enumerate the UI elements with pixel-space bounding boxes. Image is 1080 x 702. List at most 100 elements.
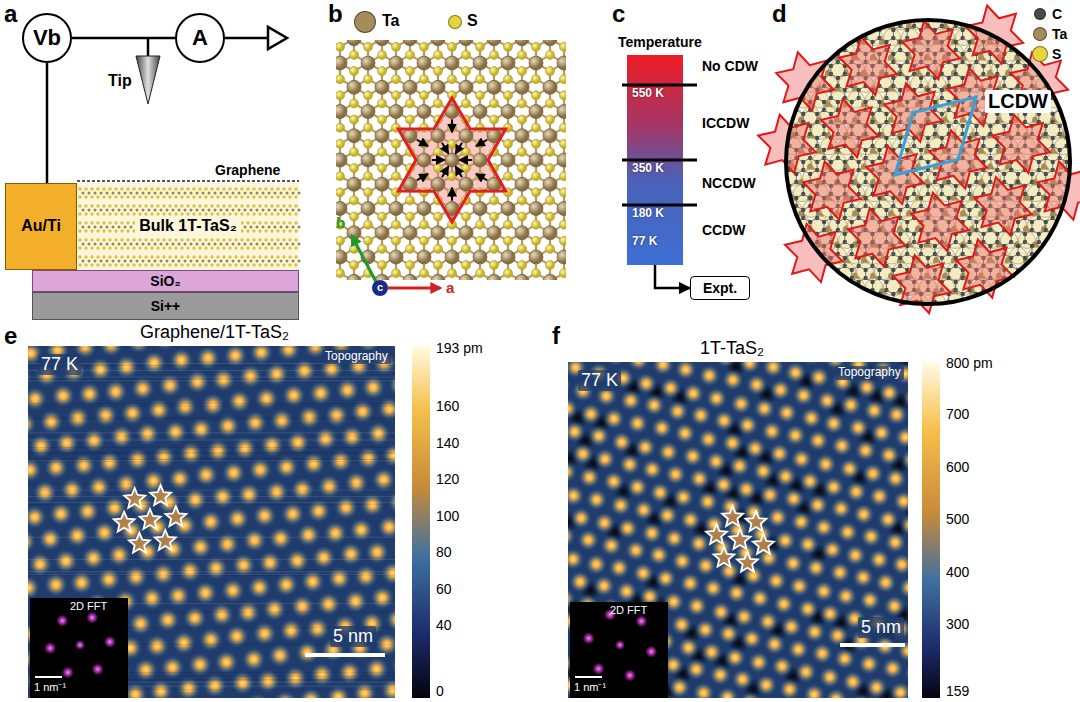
- sulfur-atom: [518, 99, 527, 108]
- sulfur-dot: [126, 229, 129, 232]
- tantalum-dot: [160, 260, 163, 263]
- sulfur-dot: [126, 204, 129, 207]
- sulfur-atom: [560, 188, 567, 197]
- sulfur-dot: [294, 238, 297, 241]
- sulfur-dot: [162, 187, 165, 190]
- sulfur-dot: [282, 187, 285, 190]
- tantalum-dot: [208, 192, 211, 195]
- tantalum-dot: [154, 243, 157, 246]
- sulfur-dot: [114, 238, 117, 241]
- tantalum-dot: [142, 192, 145, 195]
- sulfur-dot: [192, 246, 195, 249]
- sulfur-dot: [276, 187, 279, 190]
- graphene-sheet: [77, 180, 299, 182]
- sulfur-dot: [240, 246, 243, 249]
- sulfur-dot: [150, 246, 153, 249]
- sulfur-atom: [336, 269, 345, 278]
- sulfur-atom: [378, 261, 387, 270]
- sulfur-dot: [270, 263, 273, 266]
- tantalum-dot: [130, 260, 133, 263]
- sulfur-dot: [222, 255, 225, 258]
- tantalum-atom: [361, 202, 375, 216]
- tantalum-dot: [88, 243, 91, 246]
- sulfur-dot: [168, 246, 171, 249]
- tantalum-atom: [807, 38, 815, 46]
- sulfur-atom: [546, 244, 555, 253]
- tantalum-atom: [1077, 288, 1080, 296]
- sulfur-dot: [186, 204, 189, 207]
- tantalum-atom: [347, 274, 361, 280]
- tantalum-dot: [124, 260, 127, 263]
- sulfur-dot: [276, 246, 279, 249]
- tantalum-dot: [292, 260, 295, 263]
- sulfur-dot: [114, 255, 117, 258]
- tantalum-atom: [807, 288, 815, 296]
- tantalum-dot: [190, 209, 193, 212]
- sulfur-dot: [222, 212, 225, 215]
- sulfur-dot: [156, 255, 159, 258]
- sulfur-dot: [114, 263, 117, 266]
- sulfur-atom: [1064, 91, 1080, 108]
- sulfur-dot: [132, 195, 135, 198]
- sulfur-dot: [90, 246, 93, 249]
- sulfur-atom: [1028, 278, 1045, 295]
- sulfur-atom: [434, 244, 443, 253]
- sulfur-dot: [126, 221, 129, 224]
- sulfur-dot: [234, 212, 237, 215]
- tantalum-dot: [250, 192, 253, 195]
- sulfur-dot: [288, 246, 291, 249]
- tantalum-dot: [244, 226, 247, 229]
- sulfur-atom: [378, 99, 387, 108]
- sulfur-dot: [210, 246, 213, 249]
- tantalum-atom: [1041, 288, 1049, 296]
- tantalum-atom: [417, 202, 431, 216]
- sulfur-dot: [120, 263, 123, 266]
- tantalum-atom: [960, 304, 968, 312]
- sulfur-dot: [264, 204, 267, 207]
- tantalum-dot: [184, 192, 187, 195]
- tantalum-dot: [124, 192, 127, 195]
- sulfur-dot: [114, 246, 117, 249]
- tantalum-atom: [1059, 70, 1067, 78]
- sulfur-dot: [174, 263, 177, 266]
- sulfur-dot: [234, 204, 237, 207]
- tantalum-dot: [256, 260, 259, 263]
- sulfur-dot: [126, 263, 129, 266]
- sulfur-dot: [282, 238, 285, 241]
- sulfur-atom: [504, 220, 513, 229]
- sulfur-dot: [102, 238, 105, 241]
- sulfur-atom: [448, 75, 457, 84]
- tantalum-atom: [389, 202, 403, 216]
- sulfur-dot: [84, 238, 87, 241]
- tantalum-atom: [487, 274, 501, 280]
- sulfur-dot: [282, 263, 285, 266]
- tantalum-atom: [445, 250, 459, 264]
- sulfur-atom: [434, 212, 443, 221]
- sulfur-dot: [264, 212, 267, 215]
- sulfur-dot: [108, 246, 111, 249]
- sulfur-atom: [1055, 294, 1072, 311]
- sulfur-dot: [78, 187, 81, 190]
- tantalum-dot: [250, 260, 253, 263]
- sulfur-dot: [234, 255, 237, 258]
- tantalum-atom: [870, 304, 878, 312]
- tantalum-dot: [172, 209, 175, 212]
- tantalum-atom: [473, 105, 487, 119]
- tantalum-dot: [262, 192, 265, 195]
- sulfur-dot: [186, 238, 189, 241]
- sulfur-dot: [96, 246, 99, 249]
- sulfur-dot: [204, 255, 207, 258]
- tantalum-atom: [459, 80, 473, 94]
- sulfur-dot: [150, 195, 153, 198]
- tantalum-dot: [298, 209, 301, 212]
- sulfur-dot: [90, 263, 93, 266]
- tip-wire: [147, 38, 150, 56]
- tantalum-dot: [124, 226, 127, 229]
- tantalum-dot: [100, 226, 103, 229]
- sulfur-dot: [288, 195, 291, 198]
- sulfur-atom: [406, 50, 415, 59]
- sulfur-dot: [90, 238, 93, 241]
- sulfur-dot: [210, 238, 213, 241]
- sulfur-atom: [462, 212, 471, 221]
- sulfur-dot: [126, 255, 129, 258]
